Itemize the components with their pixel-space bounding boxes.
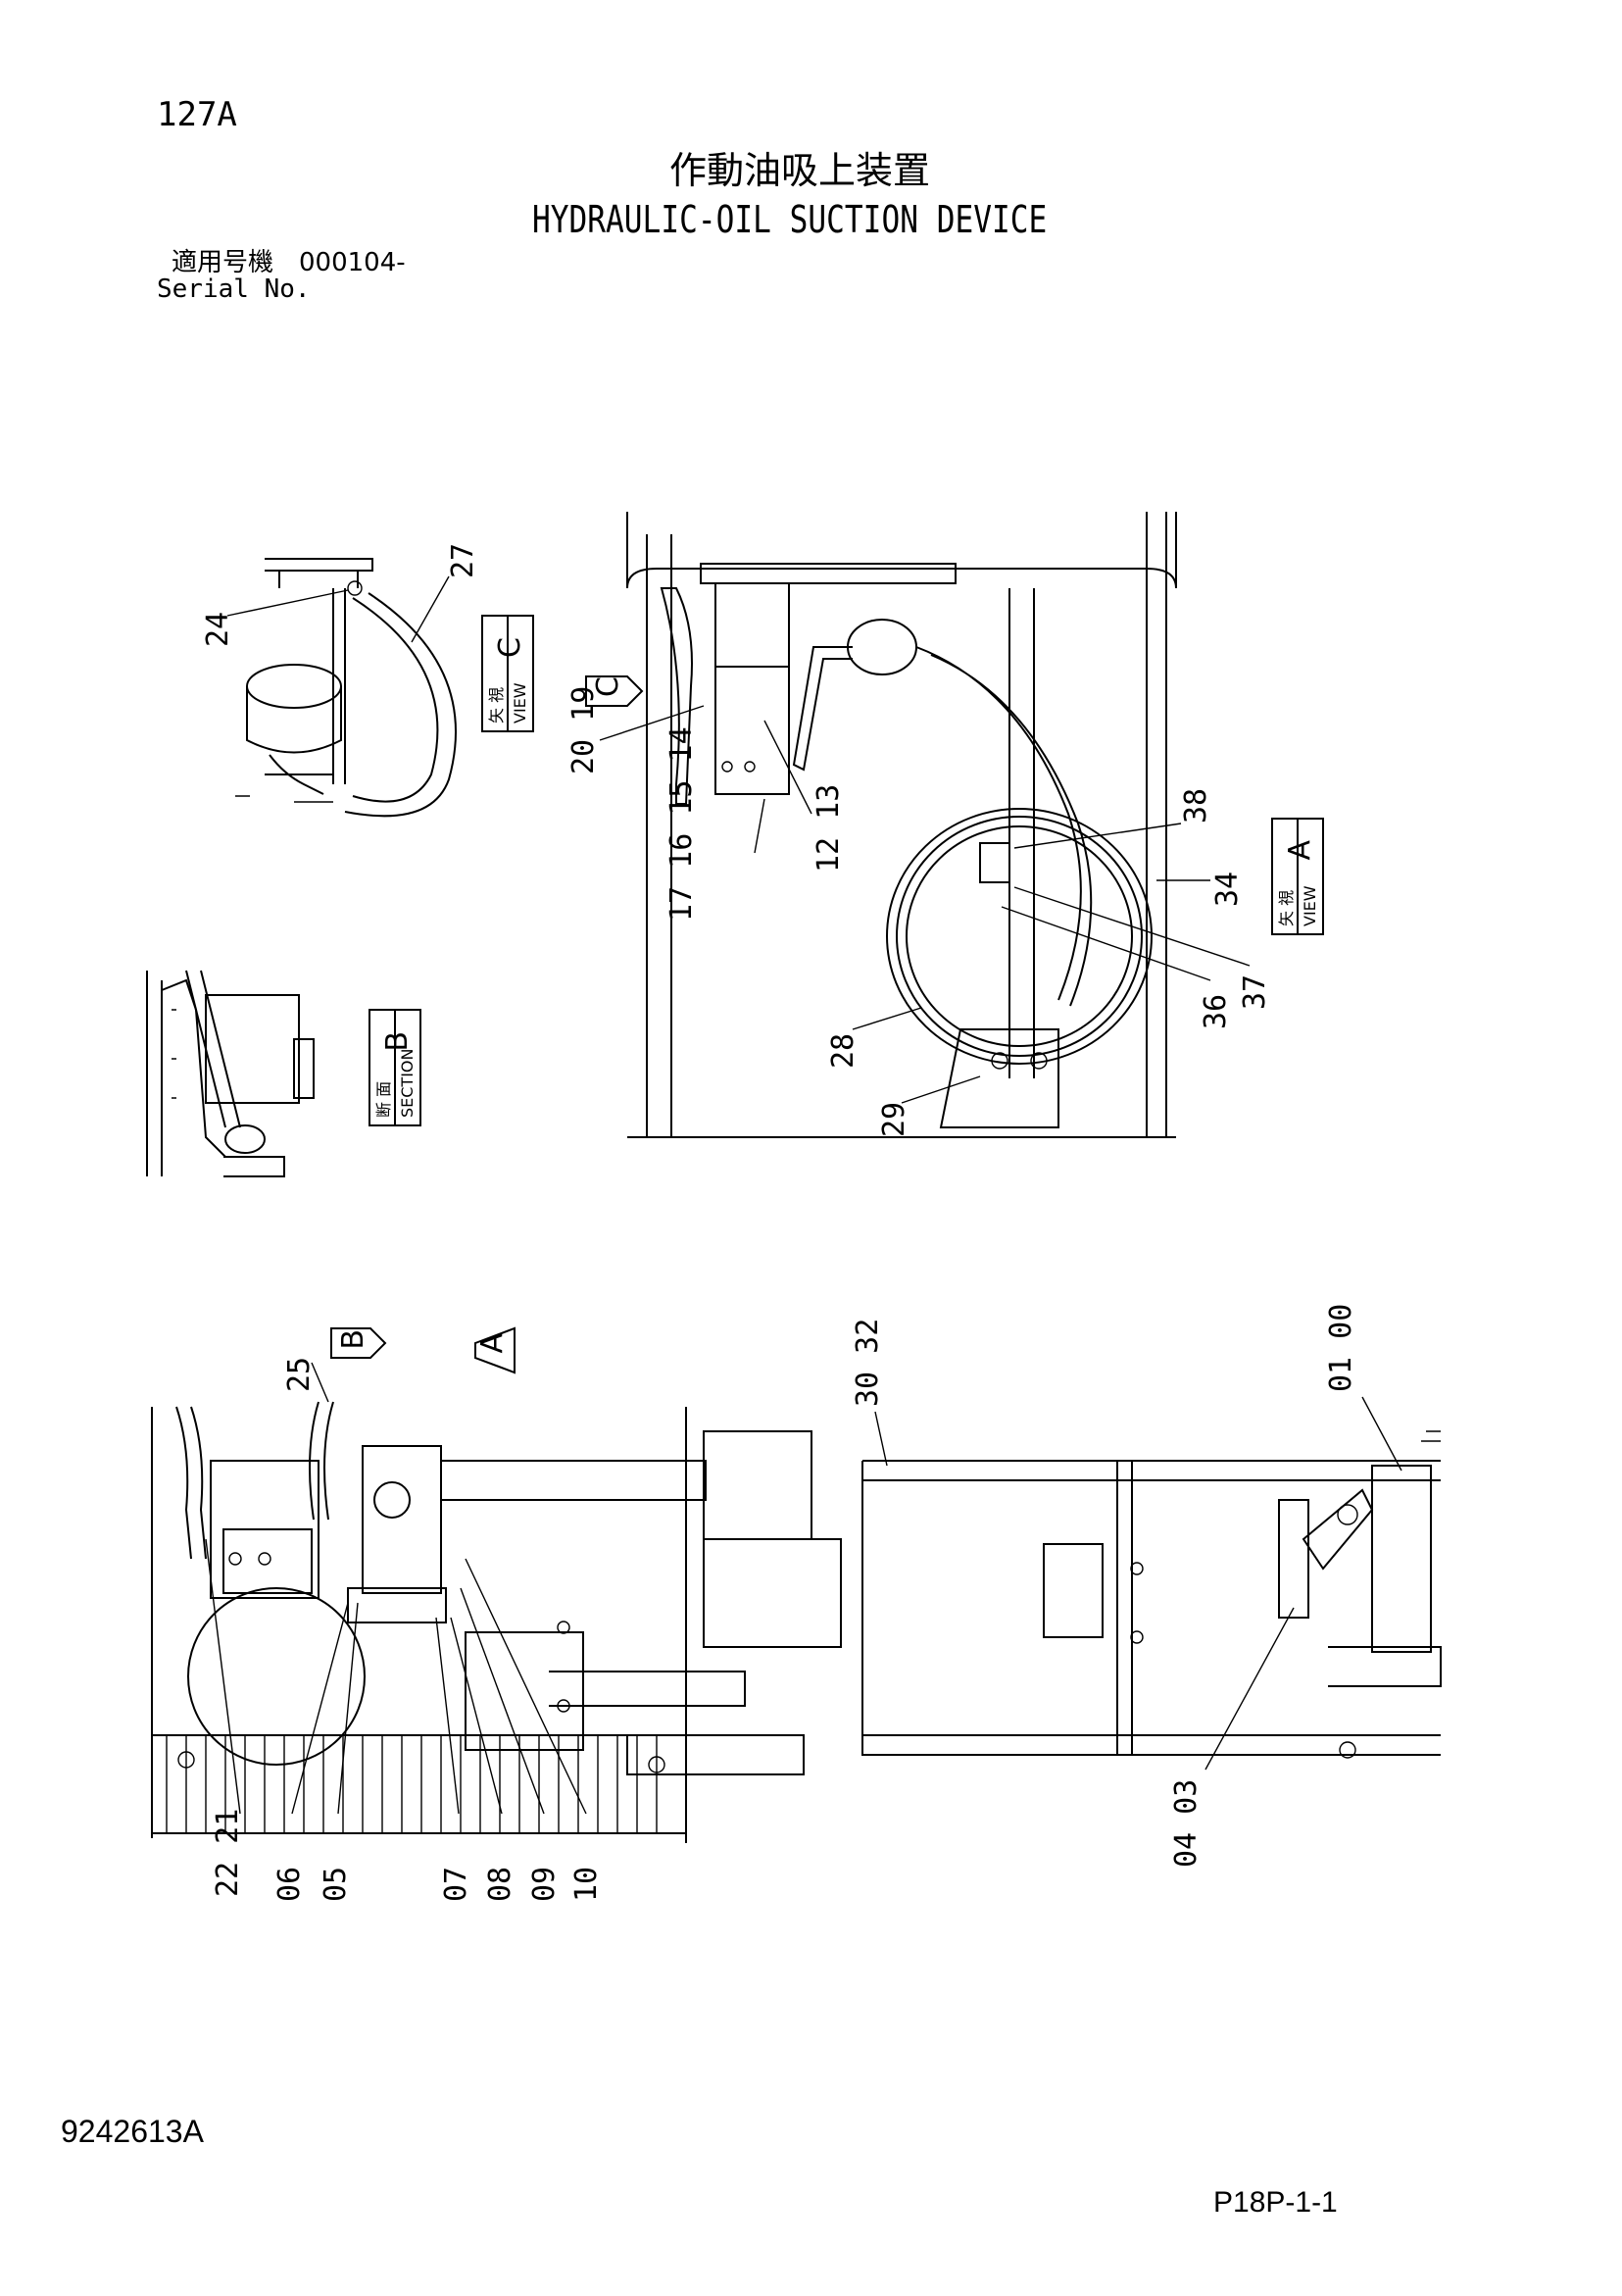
part-label-05: 05 xyxy=(319,1867,353,1902)
view-a-letter: A xyxy=(1283,840,1317,861)
part-label-25: 25 xyxy=(282,1357,317,1392)
part-label-24: 24 xyxy=(201,612,235,647)
part-label-34: 34 xyxy=(1210,872,1245,907)
serial-label-english: Serial No. xyxy=(157,275,311,304)
part-label-10: 10 xyxy=(569,1867,604,1902)
part-label-01-00: 01 00 xyxy=(1324,1304,1358,1392)
part-label-08: 08 xyxy=(483,1867,517,1902)
view-a-label-box: A 矢 視 VIEW xyxy=(1271,818,1324,935)
bottom-left-drawing xyxy=(151,1401,842,1843)
bottom-right-labels: 30 32 01 00 04 03 xyxy=(851,1304,1402,1868)
main-top-labels: 20 19 17 16 15 14 12 13 38 34 37 36 28 2… xyxy=(566,686,1272,1137)
view-c-kanji: 矢 視 xyxy=(487,687,506,724)
part-label-36: 36 xyxy=(1199,994,1233,1029)
bottom-left-labels: 25 22 21 06 05 07 08 09 10 xyxy=(205,1357,604,1902)
view-a-word: VIEW xyxy=(1301,885,1319,926)
document-number: 9242613A xyxy=(61,2114,204,2149)
part-label-27: 27 xyxy=(446,543,480,578)
part-label-06: 06 xyxy=(272,1867,307,1902)
arrow-c-letter: C xyxy=(591,676,625,697)
part-label-30-32: 30 32 xyxy=(851,1319,885,1407)
arrow-a-letter: A xyxy=(475,1333,510,1354)
section-b-letter: B xyxy=(380,1031,415,1052)
view-c-letter: C xyxy=(493,637,527,658)
leader-24: 24 xyxy=(201,589,349,647)
section-b-word: SECTION xyxy=(398,1049,417,1119)
part-label-20-19: 20 19 xyxy=(566,686,601,774)
part-label-09: 09 xyxy=(527,1867,562,1902)
leader-27: 27 xyxy=(411,543,480,643)
view-a-kanji: 矢 視 xyxy=(1277,890,1296,926)
part-label-12-13: 12 13 xyxy=(811,784,846,873)
part-label-07: 07 xyxy=(439,1867,473,1902)
title-english: HYDRAULIC-OIL SUCTION DEVICE xyxy=(532,198,1048,241)
view-c-label-box: C 矢 視 VIEW xyxy=(481,615,534,732)
page-number: 127A xyxy=(157,95,237,134)
view-c-drawing xyxy=(235,558,457,818)
part-label-04-03: 04 03 xyxy=(1169,1779,1204,1868)
arrow-b-letter: B xyxy=(336,1329,370,1350)
page-code: P18P-1-1 xyxy=(1213,2186,1338,2219)
part-label-29: 29 xyxy=(877,1102,911,1137)
view-c-arrow: C xyxy=(585,675,644,707)
section-b-kanji: 断 面 xyxy=(374,1081,393,1118)
bottom-right-drawing xyxy=(861,1430,1442,1759)
section-b-label-box: B 断 面 SECTION xyxy=(369,1009,421,1126)
view-c-word: VIEW xyxy=(511,682,529,724)
title-japanese: 作動油吸上装置 xyxy=(669,149,931,192)
view-b-arrow: B xyxy=(330,1327,387,1359)
part-label-28: 28 xyxy=(826,1033,860,1069)
part-label-17-16-15-14: 17 16 15 14 xyxy=(664,726,699,922)
section-b-drawing xyxy=(146,970,315,1177)
view-a-arrow: A xyxy=(474,1326,516,1374)
part-label-38: 38 xyxy=(1179,788,1213,824)
main-top-drawing xyxy=(626,512,1177,1138)
part-label-37: 37 xyxy=(1238,974,1272,1010)
serial-label-japanese: 適用号機 000104- xyxy=(172,248,406,277)
part-label-22-21: 22 21 xyxy=(211,1809,245,1897)
